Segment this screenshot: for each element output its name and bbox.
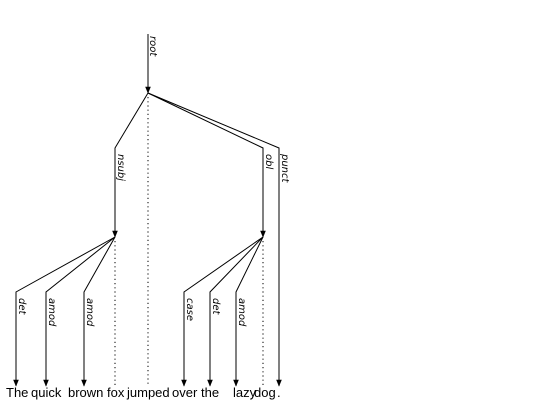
dependency-edge: [81, 236, 116, 387]
edge-label: amod: [236, 298, 247, 327]
token-word: lazy: [233, 385, 257, 400]
dependency-edge: [112, 92, 149, 238]
edge-label: nsubj: [115, 154, 126, 181]
dependency-edge: [147, 92, 266, 238]
dependency-edge: [207, 236, 264, 387]
dependency-edge: [147, 92, 282, 387]
root-label: root: [147, 36, 158, 57]
edge-label: amod: [84, 298, 95, 327]
token-word: brown: [68, 385, 103, 400]
token-word: dog: [254, 385, 276, 400]
edge-label: amod: [46, 298, 57, 327]
token-word: over: [172, 385, 198, 400]
token-word: quick: [31, 385, 62, 400]
token-word: jumped: [126, 385, 170, 400]
dependency-edge: [233, 236, 264, 387]
edge-label: det: [210, 298, 221, 316]
dependency-edge: [181, 236, 264, 387]
token-word: The: [6, 385, 28, 400]
edge-label: punct: [279, 153, 290, 184]
token-word: fox: [107, 385, 125, 400]
edge-label: det: [16, 298, 27, 316]
edge-label: case: [184, 298, 195, 321]
token-word: .: [277, 385, 281, 400]
dependency-edge: [13, 236, 116, 387]
dependency-edge: [43, 236, 116, 387]
token-word: the: [201, 385, 219, 400]
edge-label: obl: [263, 154, 274, 169]
